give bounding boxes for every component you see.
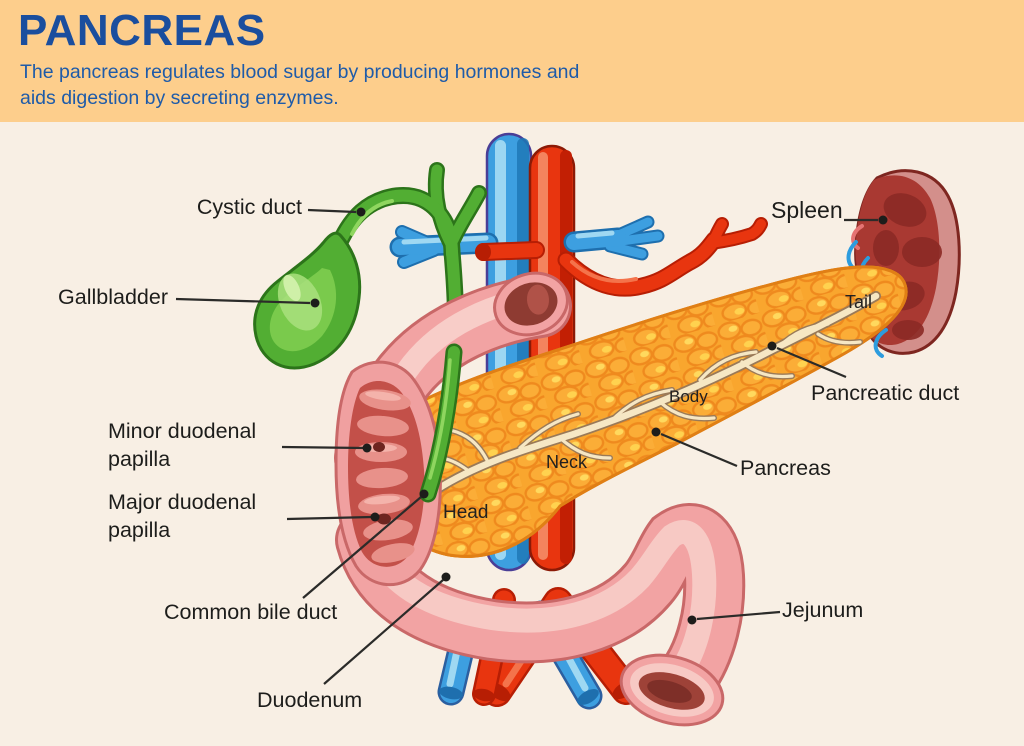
label-major-duodenal-papilla: Major duodenal papilla <box>108 490 257 542</box>
label-common-bile-duct: Common bile duct <box>164 600 338 624</box>
label-gallbladder: Gallbladder <box>58 285 168 309</box>
leader-lines <box>175 207 888 685</box>
jejunum-organ <box>335 503 746 727</box>
label-spleen: Spleen <box>771 197 843 223</box>
region-label-body: Body <box>669 387 708 406</box>
common-bile-duct-structure <box>419 343 463 503</box>
region-label-neck: Neck <box>546 452 588 472</box>
label-jejunum: Jejunum <box>782 598 864 622</box>
label-pancreas: Pancreas <box>740 456 831 480</box>
region-label-tail: Tail <box>845 292 873 312</box>
label-pancreatic-duct: Pancreatic duct <box>811 381 960 405</box>
label-duodenum: Duodenum <box>257 688 363 712</box>
major-papilla-spot <box>377 513 391 525</box>
label-minor-duodenal-papilla: Minor duodenal papilla <box>108 419 257 471</box>
minor-papilla-spot <box>373 442 385 452</box>
duodenum-opened-section <box>334 360 442 586</box>
page-subtitle: The pancreas regulates blood sugar by pr… <box>20 61 580 110</box>
region-label-head: Head <box>443 502 489 523</box>
page-title: PANCREAS <box>18 6 266 55</box>
celiac-artery-vessel <box>475 241 545 261</box>
duodenum-cut-end <box>493 271 569 337</box>
pancreas-organ <box>385 265 908 558</box>
splenic-artery-vessel <box>557 217 768 297</box>
label-cystic-duct: Cystic duct <box>196 195 302 219</box>
gallbladder-organ <box>253 231 362 370</box>
pancreatic-duct-structure <box>385 291 881 495</box>
header-banner: PANCREAS The pancreas regulates blood su… <box>0 0 1024 122</box>
jejunum-cut-end <box>619 653 725 727</box>
